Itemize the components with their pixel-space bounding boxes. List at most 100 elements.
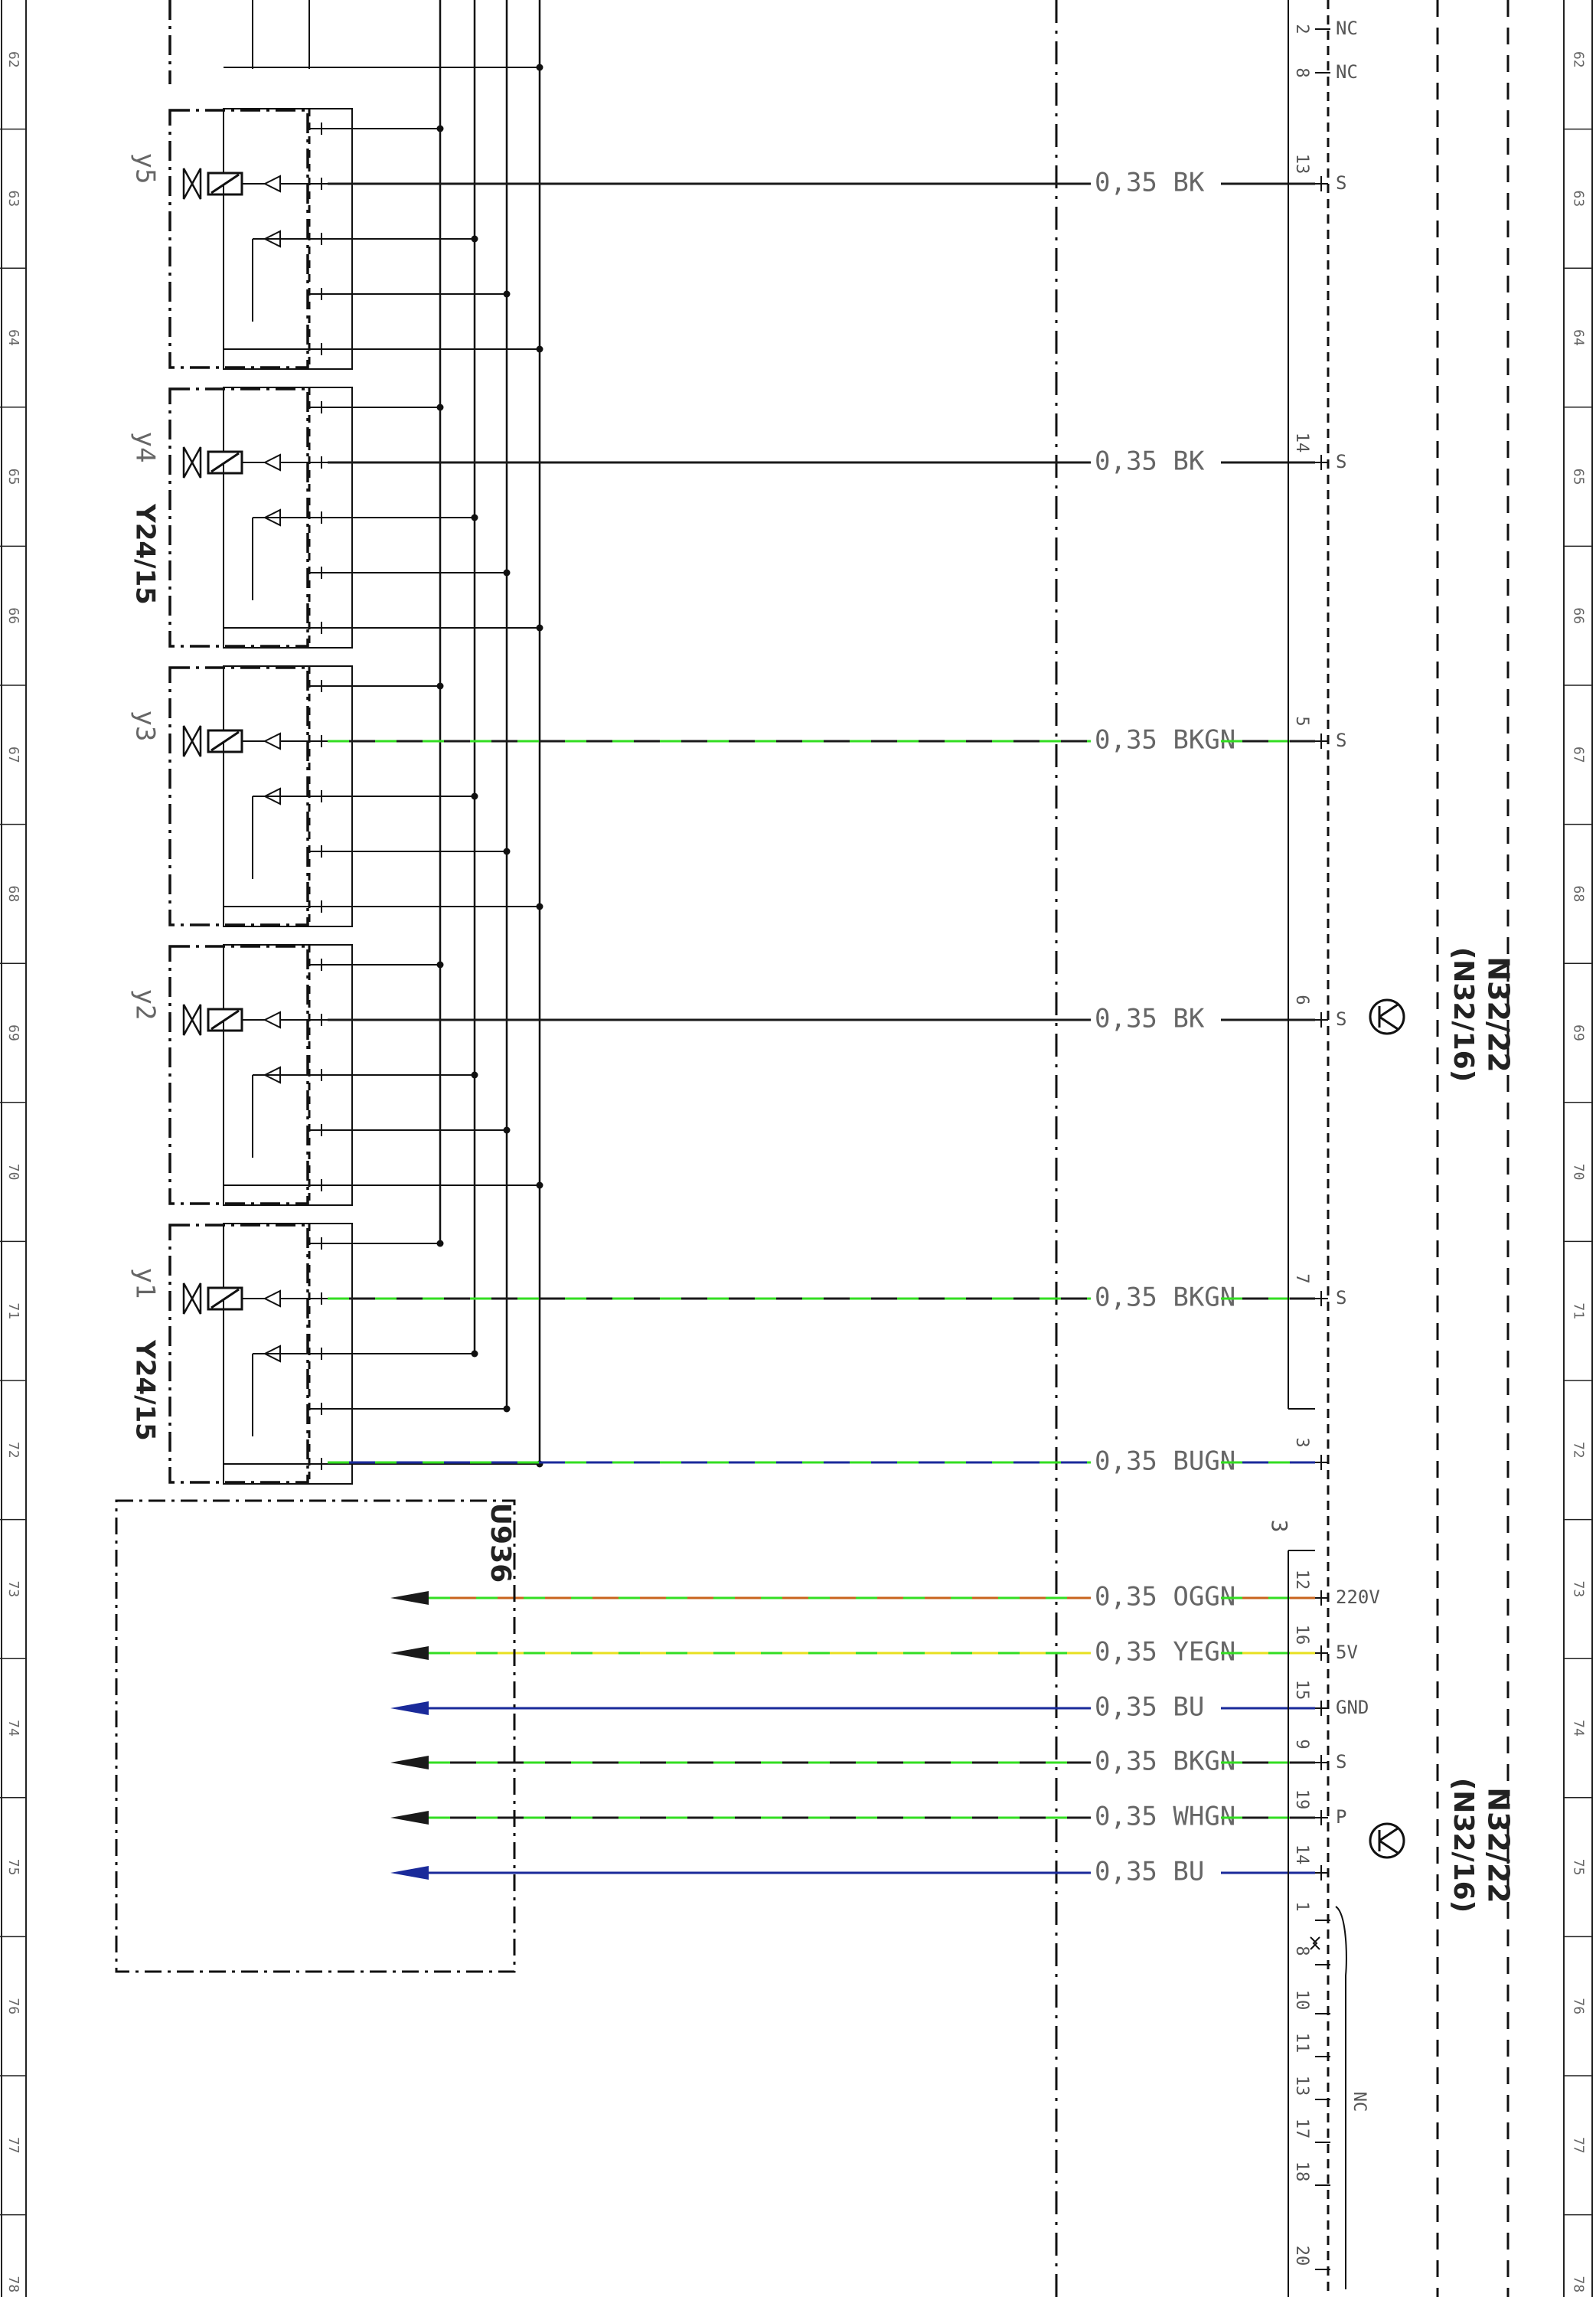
control-unit-label: N32/22 (1482, 1787, 1516, 1903)
valve-label: y4 (130, 432, 161, 463)
solenoid-diagonal (211, 1009, 240, 1031)
pin-signal: P (1336, 1806, 1346, 1828)
signal-arrow-icon (390, 1866, 429, 1880)
wire-gauge-color-label: 0,35 WHGN (1095, 1802, 1235, 1832)
pin-number: 7 (1292, 1273, 1311, 1283)
grid-row-number: 72 (1571, 1442, 1587, 1459)
grid-row-number: 64 (5, 329, 21, 346)
wire-gauge-color-label: 0,35 BK (1095, 446, 1205, 477)
wire-gauge-color-label: 0,35 YEGN (1095, 1637, 1235, 1668)
grid-row-number: 65 (5, 469, 21, 485)
pin-number: 11 (1292, 2033, 1311, 2054)
valve-block-y5: y5 (130, 108, 543, 371)
junction-dot (536, 64, 543, 71)
valve-label: y1 (130, 1268, 161, 1299)
wire-gauge-color-label: 0,35 BUGN (1095, 1446, 1235, 1477)
pin-signal: NC (1336, 61, 1358, 83)
signal-arrow-icon (263, 1289, 281, 1308)
pin-signal: S (1336, 451, 1346, 472)
pin-number: 19 (1292, 1789, 1311, 1810)
wire-gauge-color-label: 0,35 OGGN (1095, 1582, 1235, 1612)
grid-row-number: 71 (5, 1302, 21, 1319)
pin-number: 13 (1292, 154, 1311, 175)
module-u936: U936 (115, 1499, 516, 1973)
wire-gauge-color-label: 0,35 BK (1095, 168, 1205, 198)
grid-row-number: 78 (5, 2276, 21, 2293)
pin-number: 17 (1292, 2119, 1311, 2139)
grid-row-number: 68 (5, 886, 21, 903)
transistor-emitter (1379, 1839, 1399, 1854)
valve-symbol-icon (182, 1282, 202, 1315)
grid-row-number: 71 (1571, 1302, 1587, 1319)
pin-number: 8 (1292, 1946, 1311, 1956)
pin-number: 20 (1292, 2246, 1311, 2266)
grid-row-number: 77 (5, 2137, 21, 2154)
pin-signal: S (1336, 1751, 1346, 1773)
wire-gauge-color-label: 0,35 BK (1095, 1004, 1205, 1034)
module-label: U936 (485, 1503, 516, 1583)
solenoid-diagonal (211, 730, 240, 752)
grid-row-number: 76 (1571, 1998, 1587, 2014)
signal-arrow-icon (390, 1646, 429, 1660)
signal-arrow-icon (263, 1011, 281, 1029)
control-unit-sublabel: (N32/16) (1447, 1778, 1479, 1913)
pin-number: 9 (1292, 1739, 1311, 1749)
pin-signal: NC (1336, 18, 1358, 39)
pin-number: 1 (1292, 1901, 1311, 1911)
grid-row-number: 66 (5, 607, 21, 624)
pin-number: 13 (1292, 2076, 1311, 2096)
pin-number: 6 (1292, 995, 1311, 1005)
nc-group-label: NC (1350, 2092, 1369, 2112)
grid-row-number: 77 (1571, 2137, 1587, 2154)
pin-number: 14 (1292, 1844, 1311, 1865)
pin-number: 15 (1292, 1680, 1311, 1701)
grid-row-number: 74 (1571, 1720, 1587, 1737)
wire-gauge-color-label: 0,35 BU (1095, 1692, 1204, 1723)
signal-arrow-icon (390, 1591, 429, 1605)
wire-gauge-color-label: 0,35 BKGN (1095, 725, 1235, 756)
signal-arrow-icon (263, 175, 281, 193)
grid-row-number: 73 (1571, 1581, 1587, 1598)
signal-arrow-icon (390, 1701, 429, 1715)
transistor-emitter (1379, 1015, 1399, 1031)
pin-number: 3 (1292, 1437, 1311, 1447)
pin-number: 16 (1292, 1625, 1311, 1645)
valve-group-label: Y24/15 (130, 503, 161, 605)
nc-bracket (1335, 1906, 1347, 1976)
valve-label: y5 (130, 153, 161, 185)
signal-arrow-icon (390, 1756, 429, 1769)
grid-row-number: 67 (5, 747, 21, 763)
grid-row-number: 78 (1571, 2276, 1587, 2293)
grid-row-number: 69 (1571, 1024, 1587, 1041)
valve-symbol-icon (182, 1004, 202, 1036)
valve-symbol-icon (182, 168, 202, 200)
grid-row-number: 75 (5, 1859, 21, 1876)
pin-number: 8 (1292, 67, 1311, 77)
pin-number: 5 (1292, 716, 1311, 726)
pin-signal: S (1336, 1287, 1346, 1309)
grid-row-number: 62 (5, 51, 21, 68)
shield-icon (1310, 1936, 1320, 1950)
module-border (115, 1499, 516, 1973)
connector-ref: 3 (1267, 1520, 1292, 1533)
pin-signal: S (1336, 730, 1346, 751)
valve-label: y2 (130, 989, 161, 1021)
grid-row-number: 66 (1571, 607, 1587, 624)
grid-row-number: 67 (1571, 747, 1587, 763)
transistor-collector (1379, 1003, 1399, 1018)
grid-row-number: 73 (5, 1581, 21, 1598)
wire-gauge-color-label: 0,35 BU (1095, 1857, 1204, 1887)
grid-row-number: 69 (5, 1024, 21, 1041)
pin-signal: 5V (1336, 1642, 1358, 1663)
grid-row-number: 63 (1571, 191, 1587, 207)
valve-block-y2: y2 (130, 944, 543, 1207)
solenoid-diagonal (211, 1288, 240, 1309)
valve-symbol-icon (182, 446, 202, 479)
grid-row-number: 63 (5, 191, 21, 207)
grid-row-number: 74 (5, 1720, 21, 1737)
